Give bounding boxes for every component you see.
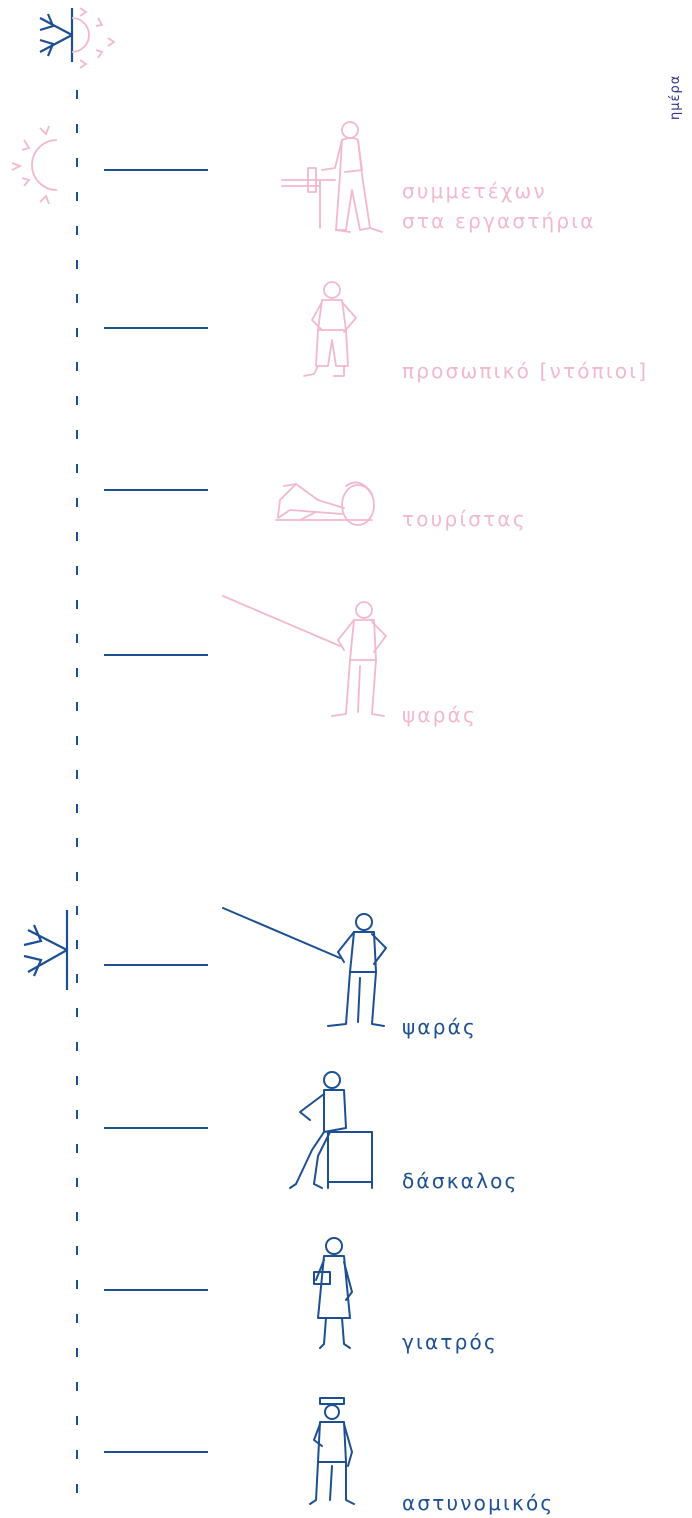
sun-icon: [72, 8, 114, 68]
snowflake-icon: [24, 910, 67, 990]
local-staff-figure: [304, 282, 356, 376]
fisherman-figure: [223, 596, 386, 716]
doctor-figure: [314, 1238, 352, 1348]
label-workshop-participant: συμμετέχων στα εργαστήρια: [402, 176, 596, 236]
side-caption: ημέρα: [668, 75, 683, 120]
label-fisherman-winter: ψαράς: [402, 1012, 477, 1042]
label-teacher: δάσκαλος: [402, 1166, 518, 1196]
sun-icon: [12, 126, 57, 204]
label-local-staff: προσωπικό [ντόπιοι]: [402, 356, 648, 386]
label-doctor: γιατρός: [402, 1327, 498, 1357]
top-season-icon: [40, 8, 114, 68]
workshop-participant-figure: [282, 122, 382, 232]
label-police-officer: αστυνομικός: [402, 1488, 554, 1518]
label-tourist: τουρίστας: [402, 504, 527, 534]
snowflake-icon: [40, 8, 72, 62]
label-line: συμμετέχων: [402, 179, 547, 203]
police-officer-figure: [310, 1398, 354, 1504]
label-line: στα εργαστήρια: [402, 209, 596, 233]
label-fisherman-summer: ψαράς: [402, 700, 477, 730]
teacher-figure: [290, 1072, 372, 1188]
fisherman-figure: [223, 908, 386, 1026]
tourist-figure: [276, 482, 374, 525]
